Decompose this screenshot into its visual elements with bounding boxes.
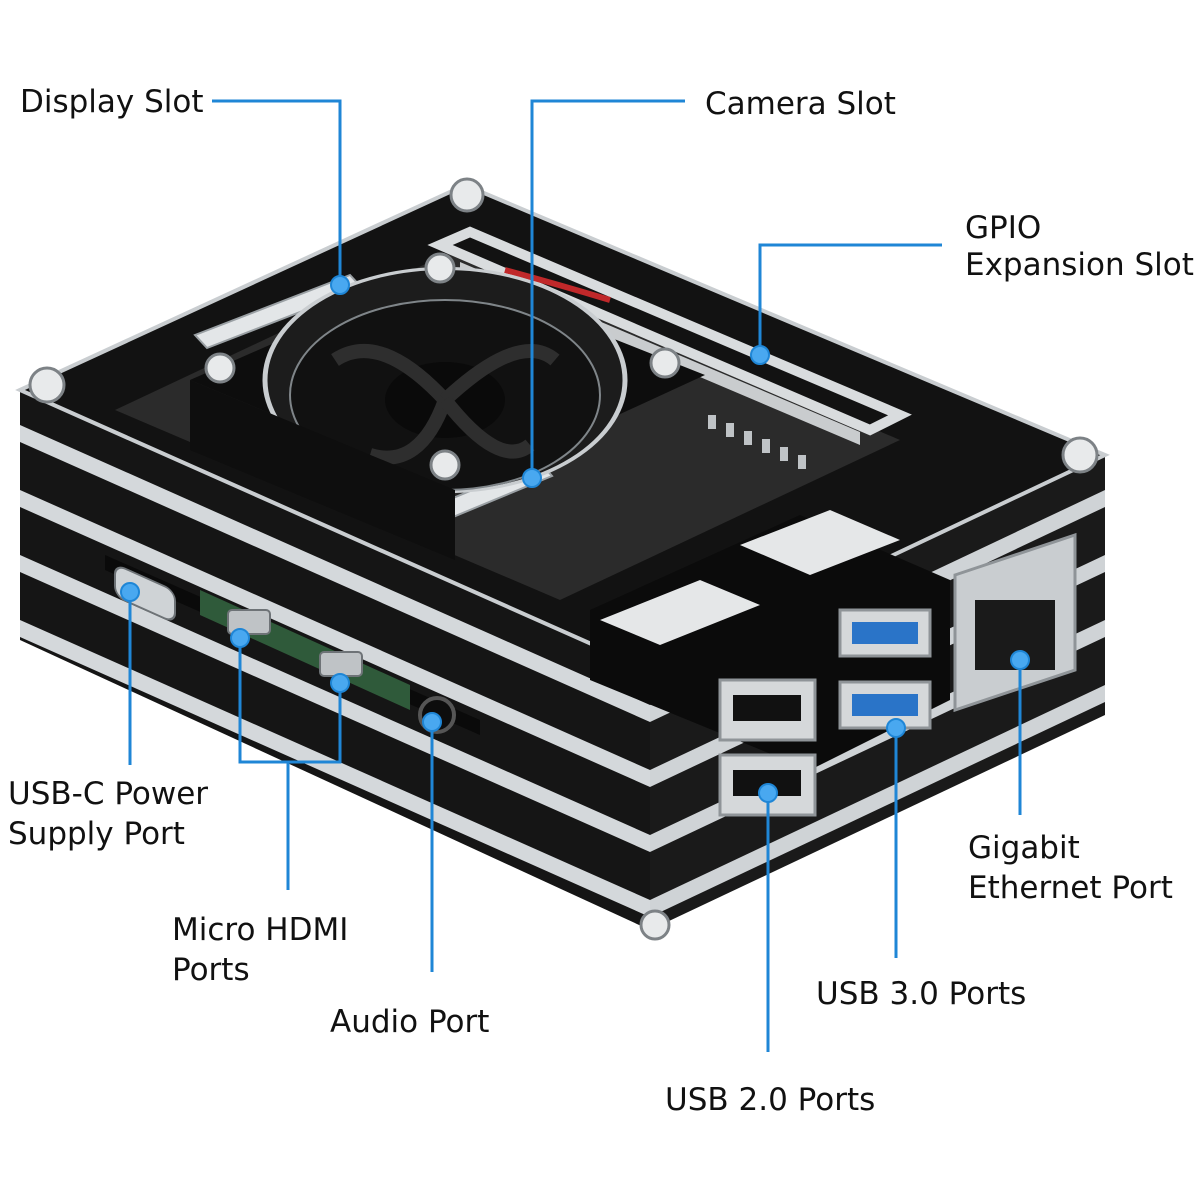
board-connector: [600, 580, 760, 645]
top-plate-edge: [15, 182, 1110, 673]
callout-dot-hdmi2: [330, 673, 350, 693]
callout-lines: [128, 99, 1022, 1052]
callout-dot-display: [330, 275, 350, 295]
label-usbc-line2: Supply Port: [8, 816, 185, 852]
callout-dot-usb2: [758, 783, 778, 803]
label-usbc-line1: USB-C Power: [8, 776, 209, 812]
callout-dot-ethernet: [1010, 650, 1030, 670]
usb-c-port: [114, 566, 176, 621]
acrylic-layer: [650, 685, 1105, 917]
acrylic-layer: [20, 490, 650, 787]
label-camera-slot: Camera Slot: [705, 86, 896, 122]
callout-dot-gpio: [750, 345, 770, 365]
label-usb3-ports: USB 3.0 Ports: [816, 976, 1027, 1012]
callout-dot-audio: [422, 712, 442, 732]
label-hdmi-line2: Ports: [172, 952, 250, 988]
callout-dot-camera: [522, 468, 542, 488]
label-usb2-ports: USB 2.0 Ports: [665, 1082, 876, 1118]
acrylic-layer: [20, 425, 650, 722]
case-body: [15, 177, 1110, 941]
callout-dot-hdmi1: [230, 628, 250, 648]
acrylic-layer: [20, 620, 650, 917]
gpio-pins: [708, 415, 806, 469]
board-connector: [740, 510, 900, 575]
usb3-port-2-tongue: [852, 694, 918, 716]
acrylic-layer: [20, 555, 650, 852]
label-audio-port: Audio Port: [330, 1004, 490, 1040]
micro-hdmi-port-2: [319, 651, 363, 677]
cooling-fan: [190, 266, 705, 560]
label-display-slot: Display Slot: [20, 84, 204, 120]
usb2-port-1-tongue: [733, 695, 801, 721]
label-gpio-line2: Expansion Slot: [965, 247, 1194, 283]
fan-wire: [504, 267, 611, 303]
callout-dots: [120, 275, 1030, 803]
label-eth-line1: Gigabit: [968, 830, 1080, 866]
label-hdmi-line1: Micro HDMI: [172, 912, 349, 948]
callout-dot-usbc: [120, 582, 140, 602]
label-gpio-line1: GPIO: [965, 210, 1042, 246]
callout-dot-usb3: [886, 718, 906, 738]
gpio-frame: [427, 226, 912, 436]
label-eth-line2: Ethernet Port: [968, 870, 1173, 906]
usb3-port-1-tongue: [852, 622, 918, 644]
